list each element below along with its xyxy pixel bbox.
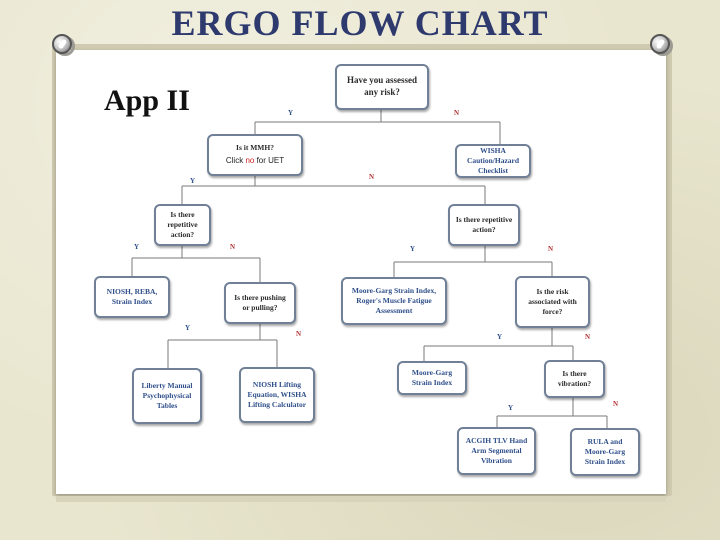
node-text: Moore-Garg Strain Index: [411, 368, 453, 387]
node-niosh-lifting[interactable]: NIOSH Lifting Equation, WISHA Lifting Ca…: [239, 367, 315, 423]
yes-label: Y: [288, 109, 294, 117]
node-text: Is it MMH?: [236, 143, 274, 153]
node-risk-force[interactable]: Is the risk associated with force?: [515, 276, 590, 328]
node-text: Is there pushing or pulling?: [234, 293, 286, 312]
node-vibration[interactable]: Is there vibration?: [544, 360, 605, 398]
node-niosh-reba[interactable]: NIOSH, REBA, Strain Index: [94, 276, 170, 318]
node-text: RULA and Moore-Garg Strain Index: [584, 437, 626, 466]
node-text: NIOSH, REBA, Strain Index: [106, 287, 158, 306]
yes-label: Y: [508, 404, 514, 412]
uet-hint-link[interactable]: Click no for UET: [225, 156, 285, 166]
node-pushing-pulling[interactable]: Is there pushing or pulling?: [224, 282, 296, 324]
node-liberty-tables[interactable]: Liberty Manual Psychophysical Tables: [132, 368, 202, 424]
board-subtitle: App II: [104, 84, 190, 117]
node-acgih-tlv[interactable]: ACGIH TLV Hand Arm Segmental Vibration: [457, 427, 536, 475]
node-text: Is there repetitive action?: [167, 210, 198, 239]
node-text: WISHA Caution/Hazard Checklist: [466, 146, 520, 175]
no-label: N: [454, 109, 460, 117]
no-label: N: [369, 173, 375, 181]
no-label: N: [548, 245, 554, 253]
node-text: Is there repetitive action?: [455, 215, 513, 234]
node-rula-moore-garg[interactable]: RULA and Moore-Garg Strain Index: [570, 428, 640, 476]
no-label: N: [613, 400, 619, 408]
pushpin-right-icon: [650, 34, 670, 54]
node-text: ACGIH TLV Hand Arm Segmental Vibration: [465, 436, 528, 465]
node-text: Moore-Garg Strain Index, Roger's Muscle …: [351, 286, 437, 315]
node-repetitive-right[interactable]: Is there repetitive action?: [448, 204, 520, 246]
yes-label: Y: [190, 177, 196, 185]
node-repetitive-left[interactable]: Is there repetitive action?: [154, 204, 211, 246]
no-label: N: [585, 333, 591, 341]
node-is-mmh[interactable]: Is it MMH? Click no for UET: [207, 134, 303, 176]
node-assessed-risk[interactable]: Have you assessed any risk?: [335, 64, 429, 110]
node-text: Is the risk associated with force?: [528, 287, 577, 316]
node-text: Is there vibration?: [557, 369, 592, 388]
slide-title: ERGO FLOW CHART: [171, 3, 549, 43]
board-bottom-edge: [56, 496, 666, 502]
pushpin-left-icon: [52, 34, 72, 54]
yes-label: Y: [185, 324, 191, 332]
node-text: NIOSH Lifting Equation, WISHA Lifting Ca…: [247, 380, 307, 409]
yes-label: Y: [410, 245, 416, 253]
node-moore-garg-strain[interactable]: Moore-Garg Strain Index: [397, 361, 467, 395]
yes-label: Y: [497, 333, 503, 341]
yes-label: Y: [134, 243, 140, 251]
no-label: N: [230, 243, 236, 251]
no-label: N: [296, 330, 302, 338]
node-moore-garg-roger[interactable]: Moore-Garg Strain Index, Roger's Muscle …: [341, 277, 447, 325]
node-text: Have you assessed any risk?: [346, 75, 417, 97]
node-wisha-checklist[interactable]: WISHA Caution/Hazard Checklist: [455, 144, 531, 178]
node-text: Liberty Manual Psychophysical Tables: [141, 381, 193, 410]
